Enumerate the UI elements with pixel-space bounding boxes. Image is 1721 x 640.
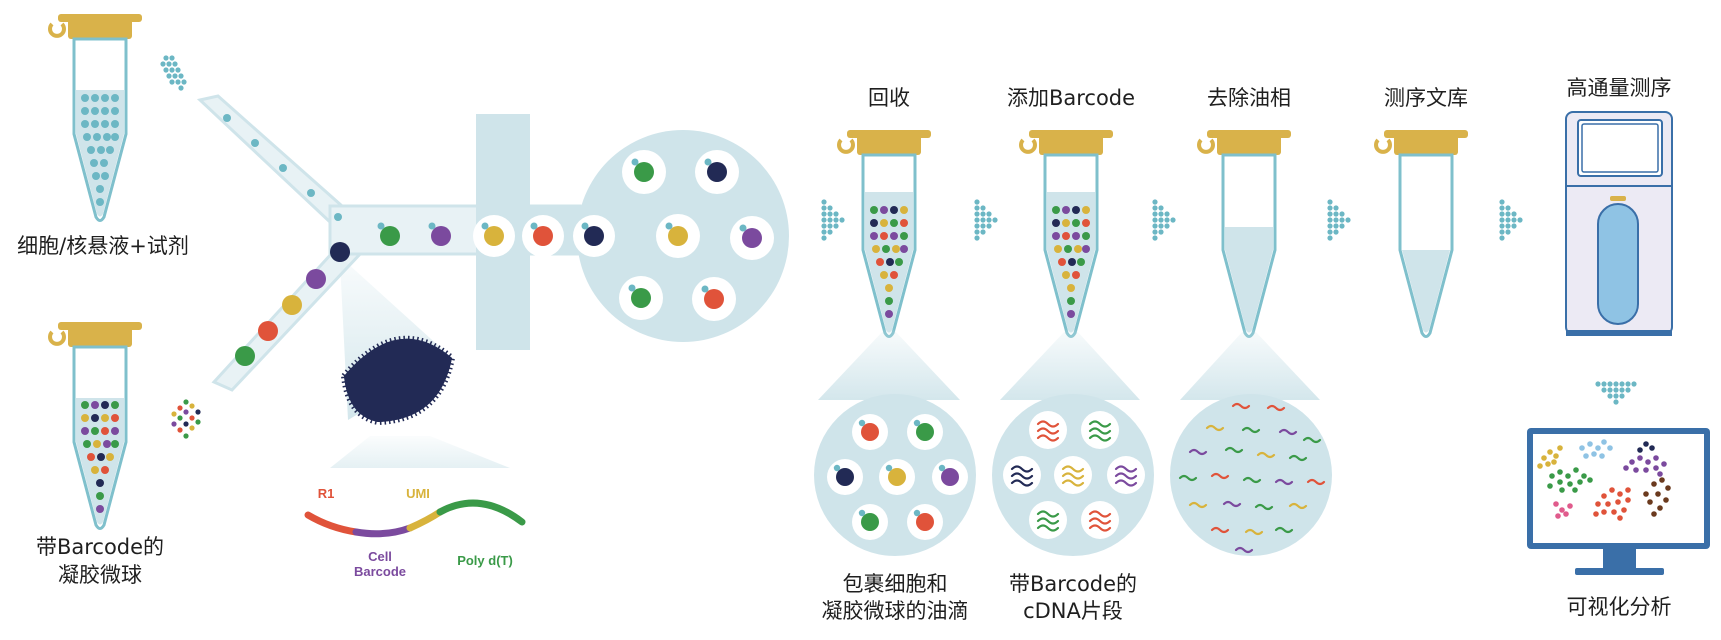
beads-in-channel	[235, 242, 350, 366]
tube-barcode-beads	[48, 322, 142, 530]
droplets-collected	[619, 150, 774, 321]
beads-with-cells-in-channel	[377, 222, 451, 246]
analysis-monitor	[1527, 428, 1710, 575]
poly-dt-label: Poly d(T)	[457, 553, 513, 568]
step-add-barcode-label: 添加Barcode	[1006, 86, 1136, 110]
tube-add-barcode	[1019, 130, 1113, 338]
tube-zoom-cones	[818, 330, 1320, 400]
droplet-zoom-circle	[814, 394, 976, 556]
cell-barcode-label-line2: Barcode	[353, 564, 407, 579]
step-recover-label: 回收	[868, 86, 910, 110]
step-sequencing-label: 高通量测序	[1566, 76, 1672, 100]
cluster-plot	[1537, 439, 1671, 521]
cell-suspension-label: 细胞/核悬液+试剂	[17, 234, 189, 258]
beads-label-line1: 带Barcode的	[35, 535, 165, 559]
step-library-label: 测序文库	[1384, 86, 1468, 110]
barcode-oligo	[304, 499, 526, 538]
droplets-in-outlet	[473, 215, 615, 257]
cdna-zoom-circle	[992, 394, 1154, 556]
umi-label: UMI	[406, 486, 430, 501]
beads-label-line2: 凝胶微球	[58, 563, 142, 587]
oligo-zoom-cone	[330, 436, 510, 468]
step-remove-oil-label: 去除油相	[1207, 86, 1291, 110]
droplet-label-line1: 包裹细胞和	[842, 572, 948, 596]
free-cdna-zoom-circle	[1170, 394, 1332, 556]
cell-barcode-label-line1: Cell	[368, 549, 392, 564]
cdna-label-line2: cDNA片段	[1023, 599, 1123, 623]
bead-dot-cluster	[171, 399, 201, 439]
sequencer-machine	[1565, 111, 1673, 336]
cell-dot-cluster	[160, 55, 187, 91]
tube-recover	[837, 130, 931, 338]
tube-remove-oil	[1197, 130, 1291, 338]
flow-arrows	[821, 199, 1637, 405]
visualization-label: 可视化分析	[1566, 595, 1672, 619]
tube-cell-suspension	[48, 14, 142, 222]
cdna-label-line1: 带Barcode的	[1008, 572, 1138, 596]
r1-label: R1	[317, 486, 335, 501]
cells-in-channel	[223, 114, 342, 221]
droplet-label-line2: 凝胶微球的油滴	[821, 599, 969, 623]
tube-library	[1374, 130, 1468, 338]
